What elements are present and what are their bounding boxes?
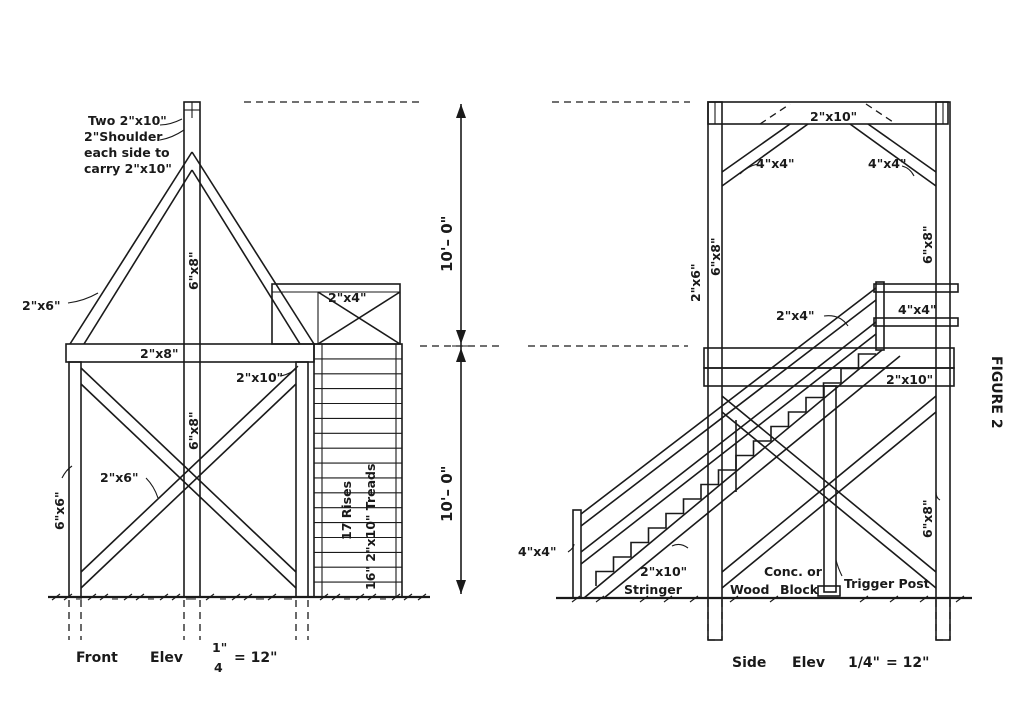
front-railing	[271, 283, 401, 345]
side-top-beam-label: 2"x10"	[810, 109, 857, 124]
side-rail-post-label: 4"x4"	[898, 302, 936, 317]
shoulder-note-line2: 2"Shoulder	[84, 129, 163, 144]
front-footings	[68, 600, 309, 640]
stair-treads-label: 16" 2"x10" Treads	[363, 464, 378, 590]
front-scale-denominator: 4	[214, 660, 223, 675]
dimension-lines	[244, 101, 690, 594]
post-lower-size-label: 6"x8"	[186, 412, 201, 450]
front-beam	[65, 343, 315, 363]
joist-size-label: 2"x10"	[236, 370, 283, 385]
a-frame-rafters	[69, 151, 315, 345]
side-post-right-upper-label: 6"x8"	[920, 226, 935, 264]
beam-size-label: 2"x8"	[140, 346, 178, 361]
side-bottom-post-label: 4"x4"	[518, 544, 556, 559]
trigger-post-label: Trigger Post	[844, 576, 930, 591]
side-post-left-b-label: 6"x8"	[708, 238, 723, 276]
trigger-post-block	[817, 585, 841, 597]
side-caption-elev: Elev	[792, 655, 825, 671]
side-handrail	[572, 281, 959, 599]
side-left-post	[707, 101, 723, 641]
post-upper-size-label: 6"x8"	[186, 252, 201, 290]
stringer-label: Stringer	[624, 582, 683, 597]
side-scale-rest: = 12"	[886, 655, 929, 671]
stringer-size-label: 2"x10"	[640, 564, 687, 579]
front-right-leg	[295, 361, 309, 598]
front-stair	[313, 343, 403, 598]
side-stringer	[583, 349, 901, 599]
side-knee-right-label: 4"x4"	[868, 156, 906, 171]
lower-height-dimension: 10'– 0"	[438, 466, 456, 522]
side-floor-joist-label: 2"x10"	[886, 372, 933, 387]
side-post-right-lower-label: 6"x8"	[920, 500, 935, 538]
conc-block-label-line1: Conc. or	[764, 564, 823, 579]
conc-block-label-line2: Block	[780, 582, 819, 597]
front-caption: Front	[76, 650, 118, 666]
figure-label: FIGURE 2	[988, 356, 1004, 429]
front-leaders	[61, 118, 299, 499]
side-scale-fraction: 1/4"	[848, 655, 880, 671]
front-scale-rest: = 12"	[234, 650, 277, 666]
side-elevation: 2"x10" 4"x4" 4"x4" 2"x6" 6"x8" 6"x8" 2"x…	[518, 101, 972, 671]
side-handrail-label: 2"x4"	[776, 308, 814, 323]
side-post-left-a-label: 2"x6"	[688, 264, 703, 302]
front-elevation: Two 2"x10" 2"Shoulder each side to carry…	[22, 101, 430, 675]
stair-treads	[314, 358, 402, 583]
side-right-post	[935, 101, 951, 641]
shoulder-note-line3: each side to	[84, 145, 170, 160]
front-scale-numerator: 1"	[212, 640, 227, 655]
rafter-size-label: 2"x6"	[22, 298, 60, 313]
side-ground-hatch	[571, 595, 965, 603]
side-caption: Side	[732, 655, 766, 671]
shoulder-note-line4: carry 2"x10"	[84, 161, 172, 176]
front-cross-brace	[80, 367, 297, 589]
corner-post-size-label: 6"x6"	[52, 492, 67, 530]
center-post	[183, 101, 201, 598]
shoulder-note-line1: Two 2"x10"	[88, 113, 167, 128]
rail-size-label: 2"x4"	[328, 290, 366, 305]
side-knee-left-label: 4"x4"	[756, 156, 794, 171]
cross-brace-size-label: 2"x6"	[100, 470, 138, 485]
front-caption-elev: Elev	[150, 650, 183, 666]
side-leaders	[567, 163, 941, 577]
front-left-leg	[68, 361, 82, 598]
side-footings	[707, 600, 951, 641]
side-cross-brace	[721, 395, 937, 589]
side-knee-braces	[721, 123, 937, 187]
stair-rises-label: 17 Rises	[339, 481, 354, 540]
upper-height-dimension: 10'– 0"	[438, 216, 456, 272]
wood-label: Wood	[730, 582, 769, 597]
